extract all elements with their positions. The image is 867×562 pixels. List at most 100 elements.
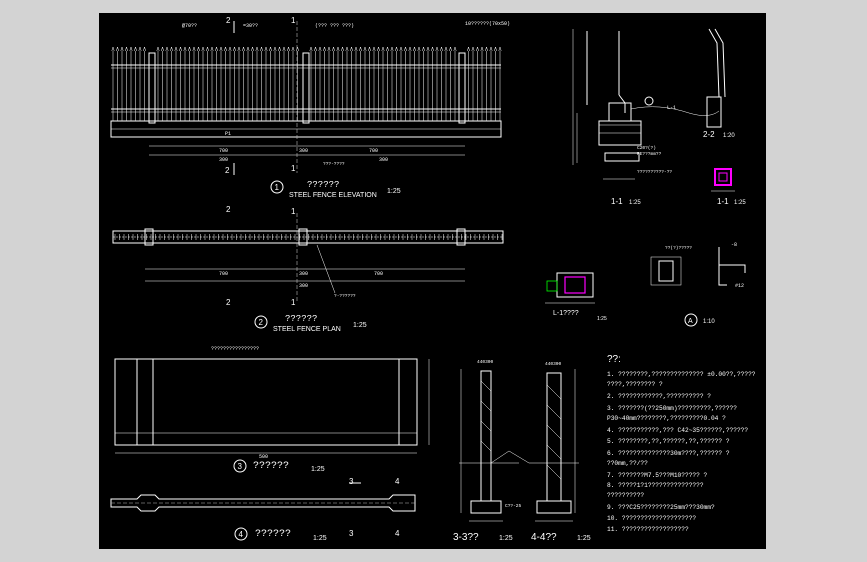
cut-mark: 3 — [349, 529, 354, 538]
post-plan — [298, 228, 308, 246]
elevation-label: =30?? — [243, 23, 258, 29]
note-line: 9. ???C25????????25mm???30mm? — [607, 504, 715, 511]
note-line: 3. ???????(??250mm)?????????,?????? — [607, 405, 737, 412]
note-line: 1. ????????,?????????????? ±0.00??,????? — [607, 371, 756, 378]
cad-drawing: 700 300 700 300 300 @70?? =30?? (??? ???… — [110, 16, 756, 543]
view-number-circle — [233, 459, 247, 473]
detail-scale: 1:25 — [597, 316, 607, 322]
section-label: 440300 — [545, 361, 562, 367]
section-title: 2-2 — [703, 130, 715, 139]
dim-label: 300 — [299, 148, 308, 154]
dim-label: 700 — [369, 148, 378, 154]
dim-label: 500 — [259, 454, 268, 460]
dim-label: 300 — [299, 271, 308, 277]
section-4-4: 440300 4-4?? 1:25 — [529, 361, 591, 543]
view-scale: 1:25 — [353, 322, 367, 329]
view-number: 4 — [239, 530, 244, 539]
dim-label: 300 — [379, 157, 388, 163]
post-plan — [456, 228, 466, 246]
view-number: 2 — [259, 318, 264, 327]
note-line: 10. ???????????????????? — [607, 515, 696, 522]
section-2-2: 2-2 1:20 — [703, 28, 735, 139]
section-3-3: 440300 C??-25 3-3?? 1:25 — [453, 359, 530, 543]
section-column — [480, 370, 492, 502]
section-title: 1-1 — [611, 197, 623, 206]
view4-outline — [110, 494, 416, 512]
cut-mark: 1 — [291, 298, 296, 307]
view-title: ?????? — [307, 180, 339, 190]
dim-label: 700 — [219, 148, 228, 154]
view-scale: 1:25 — [313, 535, 327, 542]
view-title: ?????? — [253, 461, 289, 472]
view3-label: ???????????????? — [211, 346, 259, 352]
cut-mark: 2 — [226, 205, 231, 214]
note-line: 6. ??????????????30m????,?????? ? — [607, 450, 730, 457]
plan-view: 700 300 700 300 ?-?????? 2 1 2 1 2 ?????… — [112, 205, 504, 333]
notes-title: ??: — [607, 354, 621, 365]
detail-label: -8 — [731, 242, 737, 248]
note-line: 2. ????????????,?????????? ? — [607, 393, 711, 400]
section-title: 4-4?? — [531, 532, 557, 543]
view-number: 3 — [238, 462, 243, 471]
view-4: 3 4 3 4 4 ?????? 1:25 — [110, 477, 416, 542]
magenta-section — [714, 168, 732, 186]
note-line: 7. ???????M7.5???M10????? ? — [607, 472, 708, 479]
post — [148, 52, 156, 124]
view-number-circle — [234, 527, 248, 541]
dim-label: 700 — [374, 271, 383, 277]
detail-title: L-1???? — [553, 310, 579, 317]
section-label: 440300 — [477, 359, 494, 365]
section-title: 1-1 — [717, 197, 729, 206]
notes-block: ??: 1. ????????,?????????????? ±0.00??,?… — [607, 354, 756, 533]
note-line: ????,???????? ? — [607, 381, 663, 388]
note-line: P30~40mm????????,?????????0.04 ? — [607, 415, 726, 422]
cut-mark: 1 — [291, 164, 296, 173]
view-number-circle — [254, 315, 268, 329]
post — [458, 52, 466, 124]
cut-mark: 3 — [349, 477, 354, 486]
view-title-en: STEEL FENCE ELEVATION — [289, 192, 377, 199]
view-title: ?????? — [255, 529, 291, 540]
note-line: 8. ?????1?1??????????????? — [607, 482, 704, 489]
section-scale: 1:25 — [577, 535, 591, 542]
section-scale: 1:25 — [499, 535, 513, 542]
view-number-circle — [270, 180, 284, 194]
dim-label: 700 — [219, 271, 228, 277]
section-scale: 1:25 — [734, 200, 746, 206]
elevation-label: ???-???? — [323, 161, 345, 167]
plan-label: ?-?????? — [334, 293, 356, 299]
section-label: ??????????-?? — [637, 169, 672, 175]
section-label: C20?(?) — [637, 145, 656, 151]
elevation-label: 10??????(70x50) — [465, 21, 510, 27]
view-scale: 1:25 — [387, 188, 401, 195]
view-scale: 1:25 — [311, 466, 325, 473]
view-number: 1 — [275, 183, 280, 192]
section-label: C??-25 — [505, 503, 522, 509]
section-scale: 1:25 — [629, 200, 641, 206]
cut-mark: 4 — [395, 477, 400, 486]
elevation-label: @70?? — [182, 23, 197, 29]
l1-detail: L-1???? 1:25 — [545, 272, 607, 322]
note-line: 5. ????????,??,??????,??,?????? ? — [607, 438, 730, 445]
detail-circle — [684, 313, 698, 327]
detail-label: ??(?)????? — [665, 245, 692, 251]
view-3: ???????????????? 500 3 ?????? 1:25 — [114, 346, 430, 473]
cut-mark: 1 — [291, 16, 296, 25]
note-line: ??0mm,??/?? — [607, 460, 648, 467]
cut-mark: 1 — [291, 207, 296, 216]
section-label: L-1 — [667, 105, 676, 111]
drawing-sheet: 700 300 700 300 300 @70?? =30?? (??? ???… — [99, 13, 766, 549]
note-line: 4. ???????????,??? C42~35??????,?????? — [607, 427, 748, 434]
section-1-1: L-1 C20?(?) PE???mm?? ??????????-?? 1-1 … — [572, 29, 720, 206]
cut-mark: 2 — [226, 298, 231, 307]
note-line: ?????????? — [607, 492, 644, 499]
elevation-label: (??? ??? ???) — [315, 23, 354, 29]
detail-a: ??(?)????? -8 #12 A 1:10 — [650, 242, 746, 327]
view3-outline — [114, 358, 418, 446]
view-title: ?????? — [285, 314, 317, 324]
note-line: 11. ?????????????????? — [607, 526, 689, 533]
fence-pickets — [111, 46, 502, 121]
cut-mark: 2 — [226, 16, 231, 25]
post-plan — [144, 228, 154, 246]
section-1-1-small: 1-1 1:25 — [711, 168, 746, 206]
